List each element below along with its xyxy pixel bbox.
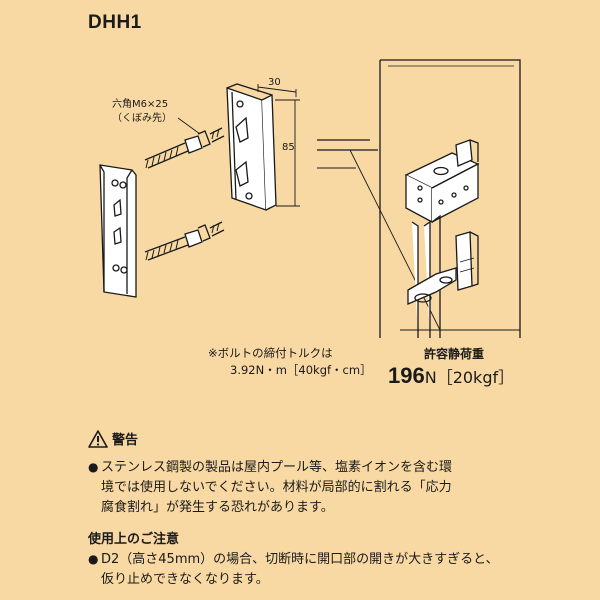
load-unit: N［20kgf］ <box>424 368 515 387</box>
dimension-lines <box>177 84 300 207</box>
bolts <box>144 127 225 261</box>
right-bracket <box>226 83 277 211</box>
left-bracket <box>99 164 137 298</box>
usage-note-line2: 仮り止めできなくなります。 <box>101 572 269 587</box>
product-code: DHH1 <box>88 12 142 33</box>
warning-line1: ステンレス鋼製の製品は屋内プール等、塩素イオンを含む環 <box>101 460 453 475</box>
product-illustration: 30 85 六角M6×25 （くぼみ先） <box>99 59 521 338</box>
warning-text: ●ステンレス鋼製の製品は屋内プール等、塩素イオンを含む環 境では使用しないでくだ… <box>88 457 518 518</box>
bullet-icon: ● <box>88 552 99 566</box>
warning-line3: 腐食割れ」が発生する恐れがあります。 <box>101 500 334 515</box>
bullet-icon: ● <box>88 460 99 474</box>
warning-triangle-icon <box>88 429 108 448</box>
torque-note-line2: 3.92N・m［40kgf・cm］ <box>230 363 372 377</box>
height-dimension: 85 <box>282 142 295 153</box>
torque-note-line1: ※ボルトの締付トルクは <box>208 346 333 360</box>
width-dimension: 30 <box>268 77 281 88</box>
bolt-spec-sublabel: （くぼみ先） <box>112 112 172 124</box>
torque-note: ※ボルトの締付トルクは 3.92N・m［40kgf・cm］ <box>208 345 372 379</box>
usage-note-line1: D2（高さ45mm）の場合、切断時に開口部の開きが大きすぎると、 <box>101 552 499 567</box>
allowable-load-label: 許容静荷重 <box>424 347 485 361</box>
allowable-load: 許容静荷重 196N［20kgf］ <box>388 345 514 389</box>
usage-notes-title: 使用上のご注意 <box>88 532 180 547</box>
warning-title: 警告 <box>112 433 139 448</box>
warning-line2: 境では使用しないでください。材料が局部的に割れる「応力 <box>101 480 452 495</box>
usage-notes-text: ●D2（高さ45mm）の場合、切断時に開口部の開きが大きすぎると、 仮り止めでき… <box>88 549 518 590</box>
allowable-load-value: 196N［20kgf］ <box>388 363 514 389</box>
warning-header: 警告 <box>88 429 138 448</box>
installation-scene <box>317 59 521 338</box>
bolt-spec-label: 六角M6×25 <box>112 98 168 110</box>
load-number: 196 <box>388 363 425 388</box>
